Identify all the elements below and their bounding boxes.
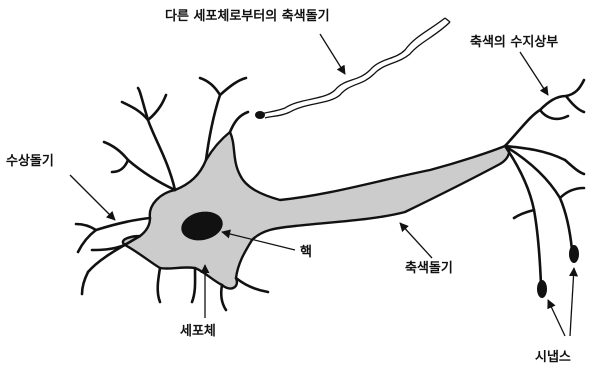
incoming-axon-terminal <box>255 111 265 119</box>
label-synapse: 시냅스 <box>535 349 571 365</box>
label-axon-terminal: 축색의 수지상부 <box>470 34 558 50</box>
pointer-lines <box>70 34 574 336</box>
synapse-terminal-1 <box>537 280 547 298</box>
label-dendrite: 수상돌기 <box>6 154 54 169</box>
label-axon-from-other-cell: 다른 세포체로부터의 축색돌기 <box>165 8 330 24</box>
axon-terminal-branches <box>505 80 584 298</box>
label-axon: 축색돌기 <box>405 260 453 276</box>
label-cell-body: 세포체 <box>180 324 216 339</box>
synapse-terminal-2 <box>569 245 579 263</box>
incoming-axon <box>255 18 450 119</box>
label-nucleus: 핵 <box>300 244 312 260</box>
